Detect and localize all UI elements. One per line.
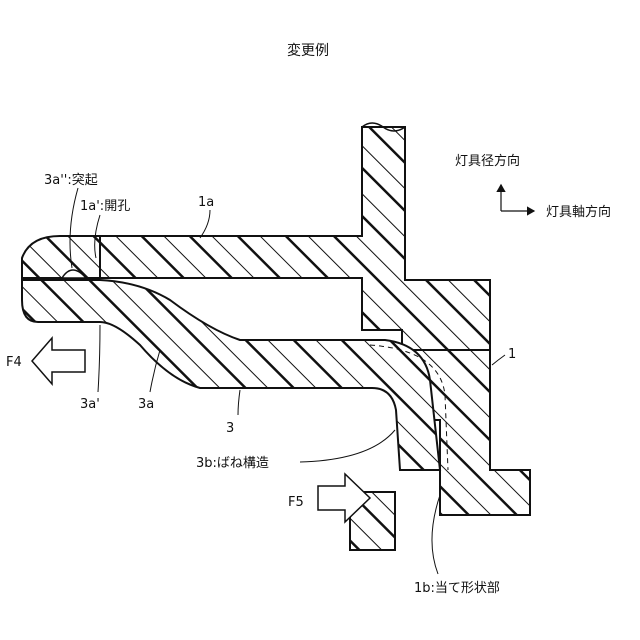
label-opening: 1a':開孔 (80, 199, 130, 214)
label-part-3a-prime: 3a' (80, 397, 100, 412)
housing-left-end (22, 236, 100, 278)
figure-title: 変更例 (287, 42, 329, 59)
label-part-3a: 3a (138, 397, 154, 412)
force-f5-label: F5 (288, 495, 304, 510)
radial-direction-label: 灯具径方向 (455, 153, 520, 169)
force-f4-arrow (32, 338, 85, 384)
label-spring: 3b:ばね構造 (196, 456, 269, 471)
direction-indicator: 灯具径方向 灯具軸方向 (455, 153, 611, 220)
label-part-3: 3 (226, 421, 234, 436)
label-contact: 1b:当て形状部 (414, 581, 500, 596)
axial-direction-label: 灯具軸方向 (546, 204, 611, 220)
label-part-1: 1 (508, 347, 516, 362)
label-protrusion: 3a'':突起 (44, 172, 98, 188)
label-part-1a: 1a (198, 195, 214, 210)
force-f4-label: F4 (6, 355, 22, 370)
